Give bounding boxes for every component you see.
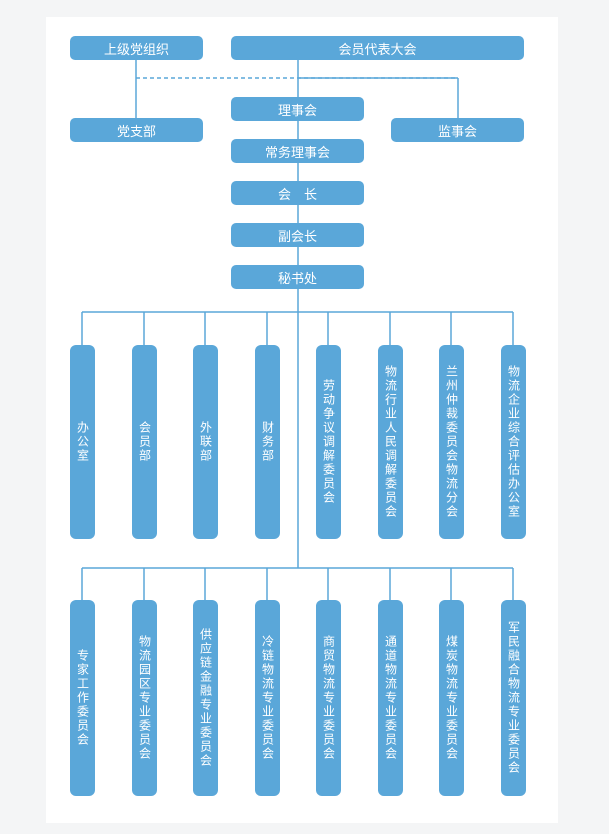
committee-box: 物流园区专业委员会 — [132, 600, 157, 796]
committee-box: 供应链金融专业委员会 — [193, 600, 218, 796]
department-box: 外联部 — [193, 345, 218, 539]
department-box: 劳动争议调解委员会 — [316, 345, 341, 539]
committee-box: 商贸物流专业委员会 — [316, 600, 341, 796]
committee-box: 通道物流专业委员会 — [378, 600, 403, 796]
supervisors-box: 监事会 — [391, 118, 524, 142]
standing-council-label: 常务理事会 — [264, 145, 330, 161]
committee-label: 专家工作委员会 — [75, 649, 90, 747]
committee-label: 商贸物流专业委员会 — [321, 635, 336, 761]
department-label: 财务部 — [260, 421, 275, 463]
committee-box: 军民融合物流专业委员会 — [501, 600, 526, 796]
committee-label: 供应链金融专业委员会 — [198, 628, 213, 768]
standing-council-box: 常务理事会 — [231, 139, 364, 163]
committee-box: 专家工作委员会 — [70, 600, 95, 796]
council-box: 理事会 — [231, 97, 364, 121]
department-box: 会员部 — [132, 345, 157, 539]
department-label: 办公室 — [75, 421, 90, 463]
department-box: 办公室 — [70, 345, 95, 539]
council-label: 理事会 — [277, 103, 317, 119]
department-label: 兰州仲裁委员会物流分会 — [444, 365, 459, 519]
party-branch-label: 党支部 — [116, 124, 156, 140]
department-box: 财务部 — [255, 345, 280, 539]
department-label: 劳动争议调解委员会 — [321, 379, 336, 505]
secretariat-box: 秘书处 — [231, 265, 364, 289]
committee-label: 冷链物流专业委员会 — [260, 635, 275, 761]
vice-president-box: 副会长 — [231, 223, 364, 247]
committee-box: 煤炭物流专业委员会 — [439, 600, 464, 796]
department-box: 物流企业综合评估办公室 — [501, 345, 526, 539]
congress-label: 会员代表大会 — [338, 42, 417, 58]
secretariat-label: 秘书处 — [277, 271, 317, 287]
department-label: 物流企业综合评估办公室 — [506, 365, 521, 519]
department-label: 会员部 — [137, 421, 152, 463]
committee-label: 军民融合物流专业委员会 — [506, 621, 521, 775]
congress-box: 会员代表大会 — [231, 36, 524, 60]
president-label: 会 长 — [277, 187, 317, 203]
superior-party-label: 上级党组织 — [103, 42, 169, 58]
committee-box: 冷链物流专业委员会 — [255, 600, 280, 796]
department-label: 物流行业人民调解委员会 — [383, 365, 398, 519]
superior-party-box: 上级党组织 — [70, 36, 203, 60]
vice-president-label: 副会长 — [277, 229, 317, 245]
committee-label: 煤炭物流专业委员会 — [444, 635, 459, 761]
committee-label: 通道物流专业委员会 — [383, 635, 398, 761]
supervisors-label: 监事会 — [437, 124, 477, 140]
department-label: 外联部 — [198, 421, 213, 463]
president-box: 会 长 — [231, 181, 364, 205]
party-branch-box: 党支部 — [70, 118, 203, 142]
department-box: 兰州仲裁委员会物流分会 — [439, 345, 464, 539]
committee-label: 物流园区专业委员会 — [137, 635, 152, 761]
department-box: 物流行业人民调解委员会 — [378, 345, 403, 539]
